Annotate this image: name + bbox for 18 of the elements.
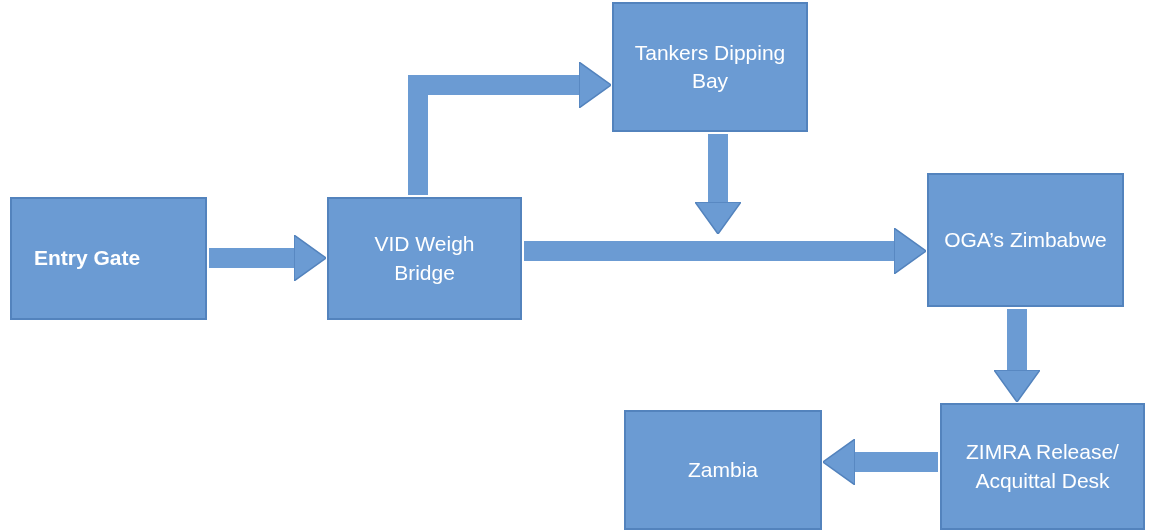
block-arrow <box>993 309 1041 403</box>
block-arrow <box>822 438 938 486</box>
box-label: Tankers Dipping Bay <box>633 39 787 94</box>
box-label: Zambia <box>687 456 759 483</box>
box-label: OGA’s Zimbabwe <box>943 226 1108 253</box>
process-box <box>10 197 207 320</box>
process-box <box>327 197 522 320</box>
block-arrow <box>408 61 612 195</box>
process-box <box>612 2 808 132</box>
box-label: VID Weigh Bridge <box>373 231 476 286</box>
block-arrow <box>209 234 327 282</box>
process-box <box>927 173 1124 307</box>
box-label: Entry Gate <box>33 245 142 272</box>
process-box <box>940 403 1145 530</box>
process-box <box>624 410 822 530</box>
box-label: ZIMRA Release/ Acquittal Desk <box>965 439 1120 494</box>
block-arrow <box>694 134 742 235</box>
block-arrow <box>524 227 927 275</box>
